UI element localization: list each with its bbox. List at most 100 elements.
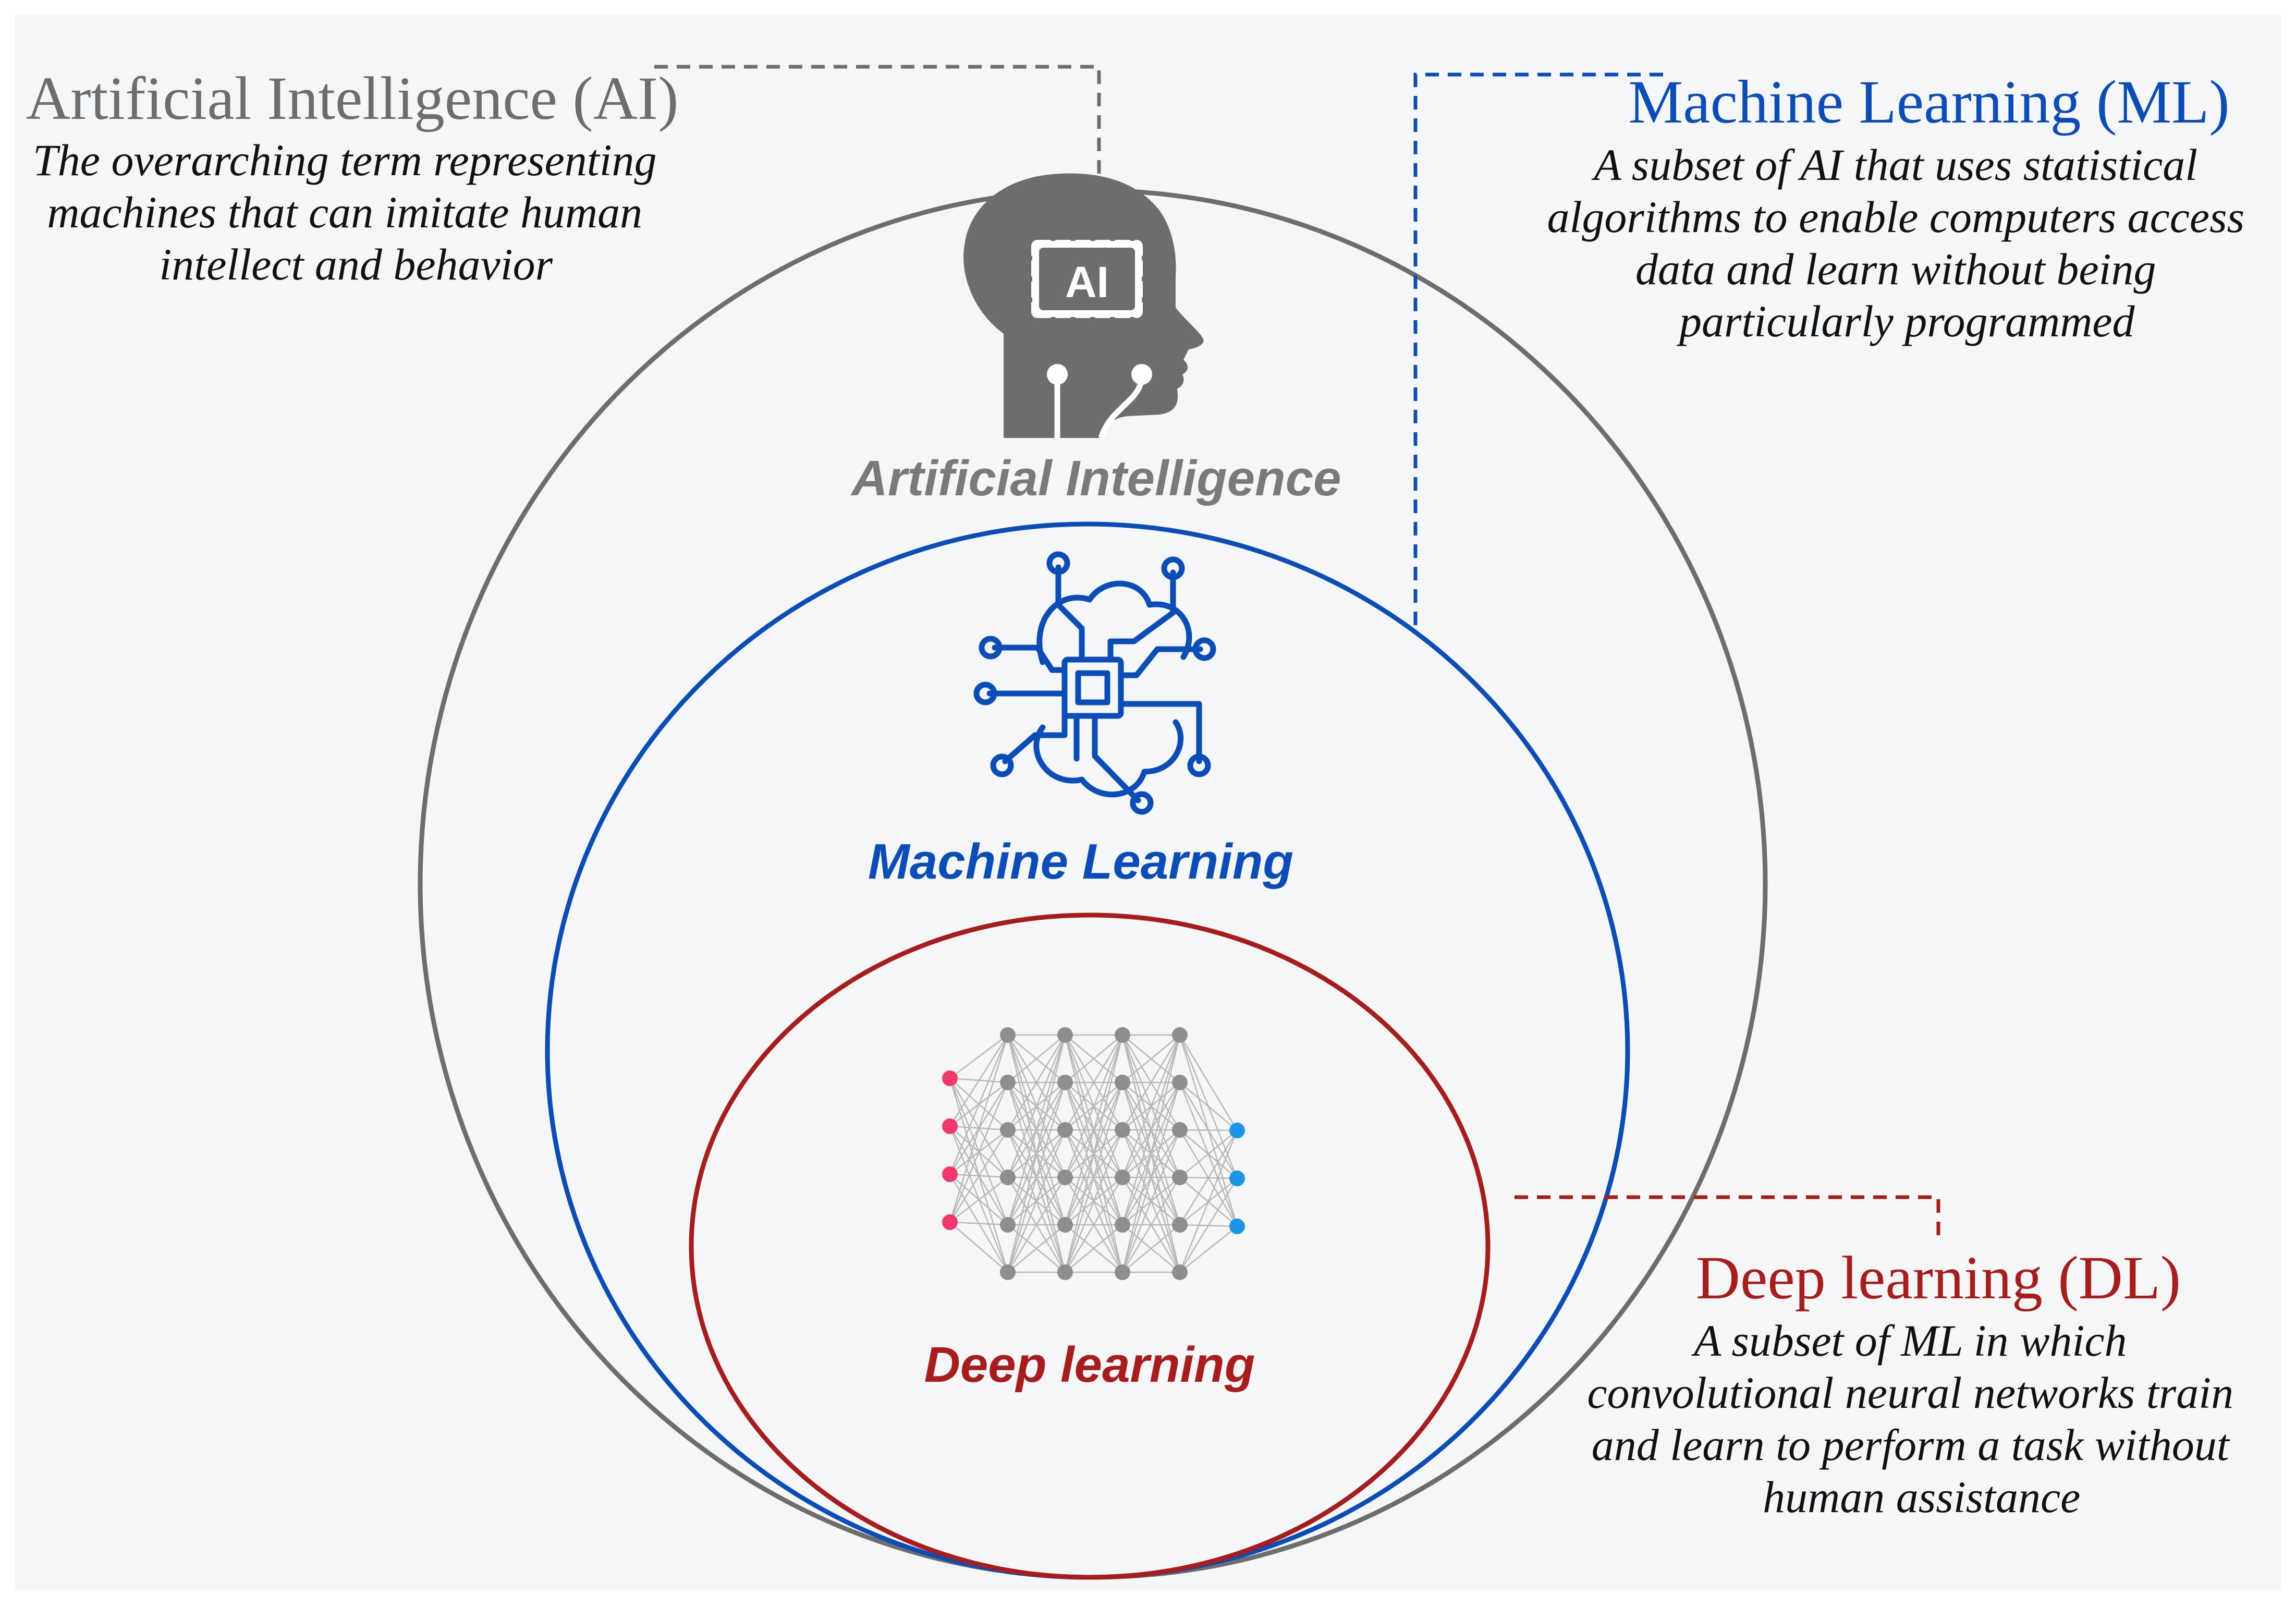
ml-description-line: algorithms to enable computers access — [1547, 192, 2244, 242]
network-edge — [949, 1221, 1008, 1226]
network-node — [1000, 1217, 1016, 1233]
network-edge — [1121, 1034, 1181, 1273]
network-edge — [1007, 1129, 1066, 1273]
network-edge — [1064, 1129, 1123, 1273]
network-node — [1057, 1027, 1073, 1043]
network-node — [1000, 1027, 1016, 1043]
dl-description: A subset of ML in which convolutional ne… — [1587, 1316, 2289, 1522]
network-node — [1172, 1217, 1188, 1233]
network-edge — [1064, 1082, 1123, 1273]
network-nodes — [942, 1027, 1245, 1280]
network-edge — [949, 1034, 1009, 1175]
ai-description: The overarching term representing machin… — [33, 135, 713, 289]
network-node — [1000, 1075, 1016, 1090]
network-node — [1115, 1264, 1130, 1280]
ai-description-line: intellect and behavior — [159, 239, 553, 289]
network-edge — [1007, 1034, 1066, 1273]
network-edge — [1007, 1224, 1066, 1273]
network-edge — [949, 1034, 1009, 1127]
network-node — [1229, 1219, 1245, 1234]
network-edge — [1121, 1082, 1181, 1273]
network-edge — [1121, 1129, 1181, 1273]
ai-icon-label: AI — [1065, 258, 1109, 307]
network-edge — [1121, 1034, 1181, 1178]
network-edge — [1065, 1224, 1123, 1273]
ml-description: A subset of AI that uses statistical alg… — [1547, 140, 2296, 346]
brain-circuit-icon — [973, 551, 1216, 815]
neural-network-icon — [942, 1027, 1245, 1280]
network-edge — [949, 1034, 1009, 1223]
network-edge — [1179, 1130, 1238, 1225]
network-node — [942, 1118, 958, 1134]
network-node — [1000, 1264, 1016, 1280]
network-node — [1229, 1123, 1245, 1138]
network-node — [1057, 1264, 1073, 1280]
ai-description-line: machines that can imitate human — [47, 187, 642, 237]
network-node — [1172, 1170, 1188, 1185]
network-edge — [1064, 1034, 1123, 1225]
network-edge — [1007, 1034, 1066, 1178]
network-node — [1115, 1027, 1130, 1043]
network-edge — [1179, 1130, 1238, 1273]
ai-leader-line — [654, 65, 1101, 180]
dl-circle — [689, 912, 1491, 1580]
dl-circle-label: Deep learning — [924, 1337, 1255, 1393]
ml-leader-line — [1413, 72, 1663, 631]
network-node — [1172, 1027, 1188, 1043]
network-node — [1229, 1171, 1245, 1186]
network-edge — [949, 1129, 1009, 1223]
ai-head-chip-icon: AI — [963, 173, 1204, 439]
network-edge — [1007, 1177, 1066, 1273]
dl-description-line: human assistance — [1763, 1472, 2080, 1522]
network-edge — [1064, 1034, 1123, 1273]
network-edge — [1064, 1177, 1123, 1273]
network-node — [942, 1214, 958, 1230]
ml-description-line: particularly programmed — [1676, 296, 2135, 346]
ai-description-line: The overarching term representing — [33, 135, 657, 185]
network-edge — [1064, 1034, 1123, 1178]
network-edge — [1179, 1034, 1238, 1131]
ml-description-line: data and learn without being — [1635, 244, 2156, 294]
ml-description-line: A subset of AI that uses statistical — [1591, 140, 2197, 190]
network-edge — [1007, 1082, 1066, 1273]
network-edge — [1065, 1034, 1123, 1083]
ai-circle-label: Artificial Intelligence — [851, 451, 1341, 506]
network-node — [942, 1070, 958, 1086]
network-node — [1172, 1122, 1188, 1138]
network-node — [1057, 1217, 1073, 1233]
network-node — [1115, 1217, 1130, 1233]
network-edge — [1007, 1034, 1066, 1083]
network-node — [1000, 1170, 1016, 1185]
network-node — [1057, 1075, 1073, 1090]
network-edge — [1121, 1034, 1181, 1225]
network-edge — [1121, 1177, 1181, 1273]
ai-title: Artificial Intelligence (AI) — [26, 64, 679, 132]
network-edge — [949, 1034, 1008, 1079]
ml-title: Machine Learning (ML) — [1628, 68, 2229, 136]
network-node — [1057, 1122, 1073, 1138]
network-edge — [1122, 1034, 1180, 1083]
network-edge — [1179, 1130, 1238, 1178]
network-node — [1115, 1170, 1130, 1185]
network-edge — [1179, 1082, 1238, 1131]
dl-description-line: A subset of ML in which — [1691, 1316, 2127, 1366]
network-node — [1172, 1264, 1188, 1280]
network-edge — [1122, 1224, 1180, 1273]
dl-description-line: and learn to perform a task without — [1592, 1420, 2230, 1470]
dl-leader-line — [1515, 1195, 1940, 1244]
network-edge — [1007, 1034, 1066, 1130]
network-edge — [1179, 1178, 1238, 1273]
network-node — [1115, 1122, 1130, 1138]
network-node — [1115, 1075, 1130, 1090]
network-edge — [949, 1082, 1009, 1223]
network-edge — [1007, 1034, 1066, 1225]
network-edges — [949, 1034, 1238, 1273]
network-edge — [949, 1177, 1008, 1223]
ml-circle-label: Machine Learning — [868, 834, 1293, 890]
network-edge — [1179, 1226, 1238, 1273]
dl-title: Deep learning (DL) — [1696, 1244, 2181, 1312]
dl-description-line: convolutional neural networks train — [1587, 1368, 2233, 1418]
network-edge — [1121, 1034, 1181, 1130]
